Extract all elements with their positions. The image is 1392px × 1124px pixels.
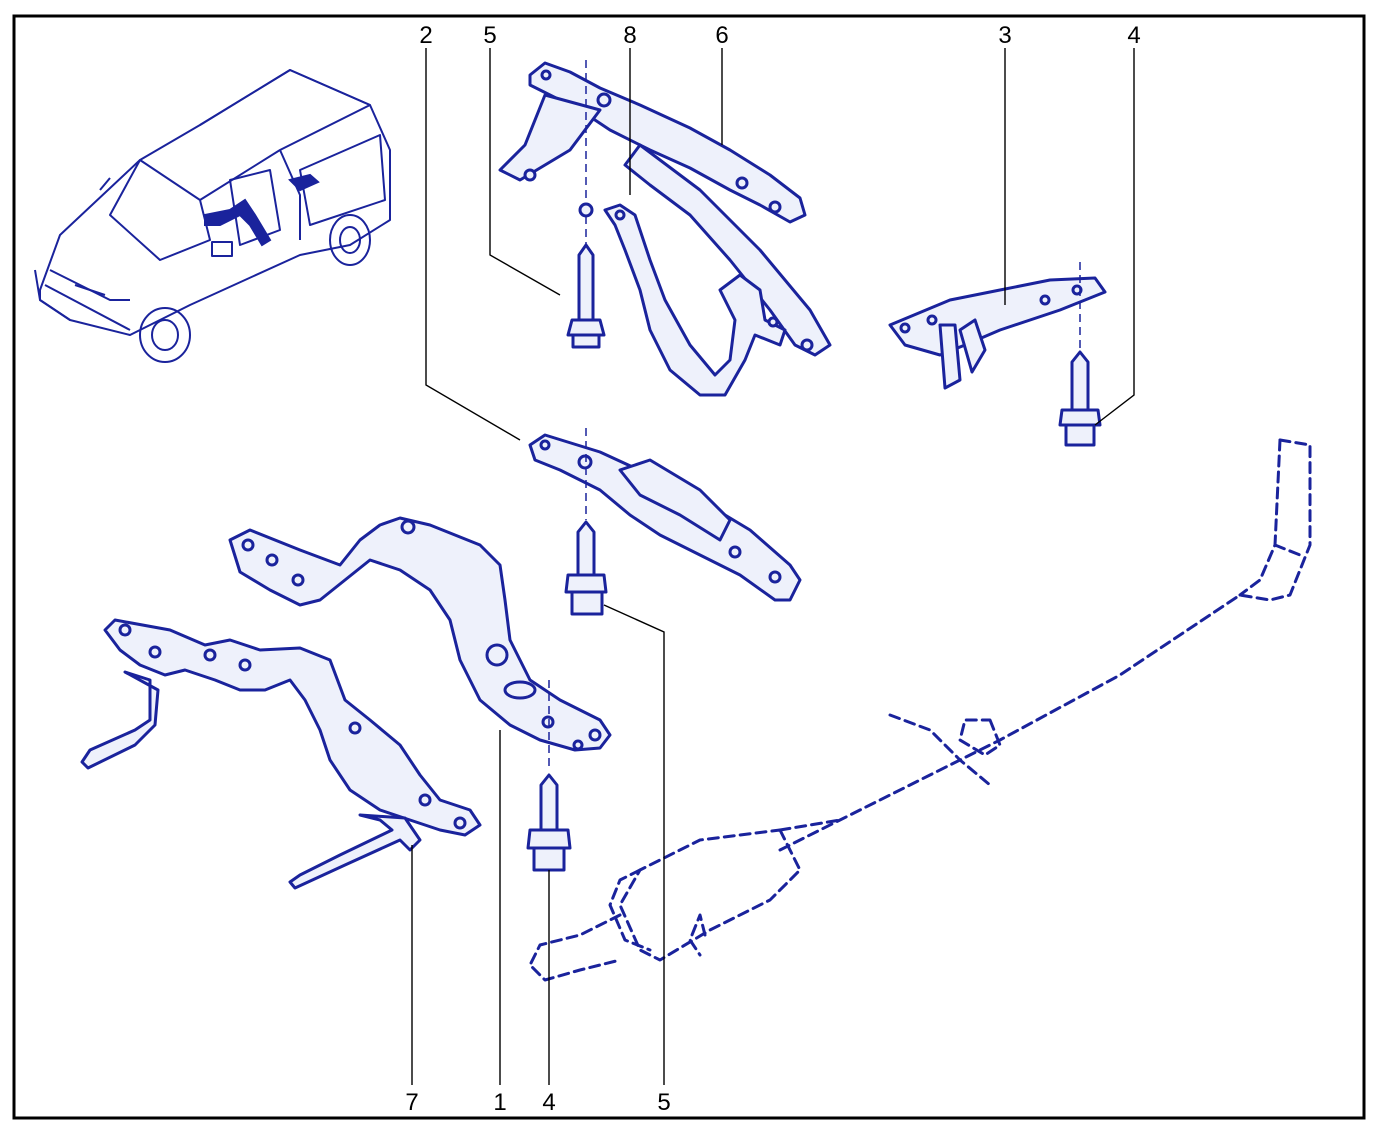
part-7-bracket <box>80 618 482 890</box>
diagram-frame <box>12 14 1366 1120</box>
callout-1: 1 <box>493 1089 506 1116</box>
part-1-bracket <box>228 516 612 752</box>
part-6-crossmember <box>498 61 832 357</box>
callout-5-bottom: 5 <box>657 1089 670 1116</box>
callout-8: 8 <box>623 22 636 49</box>
bolt-5-top <box>566 60 606 349</box>
part-2-crossmember <box>528 428 802 602</box>
part-8-strap <box>603 203 787 397</box>
callout-6: 6 <box>715 22 728 49</box>
bolt-5-middle <box>564 520 608 616</box>
callout-4-top: 4 <box>1127 22 1140 49</box>
bolt-4-bottom <box>526 680 572 872</box>
callout-7: 7 <box>405 1089 418 1116</box>
exhaust-pipe-dashed <box>528 438 1312 982</box>
callout-2: 2 <box>419 22 432 49</box>
bolt-4-top <box>1058 262 1102 447</box>
leader-lines <box>411 48 1135 1085</box>
callout-4-bottom: 4 <box>542 1089 555 1116</box>
vehicle-illustration <box>34 69 391 363</box>
callout-labels: 2 5 8 6 3 4 7 1 4 5 <box>405 22 1140 1116</box>
callout-5-top: 5 <box>483 22 496 49</box>
callout-3: 3 <box>998 22 1011 49</box>
part-3-bracket <box>888 276 1107 390</box>
